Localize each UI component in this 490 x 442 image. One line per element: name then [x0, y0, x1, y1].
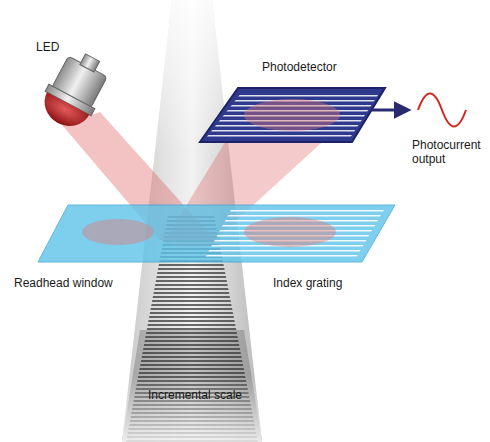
photodetector-plate	[200, 88, 385, 142]
led-label: LED	[36, 40, 96, 54]
output-label: Photocurrent output	[412, 138, 486, 167]
photodetector-grating	[206, 92, 380, 138]
part-label: Readhead window	[14, 276, 134, 290]
output-arrow	[370, 109, 408, 112]
part-label: Incremental scale	[148, 388, 278, 402]
grating-spot	[244, 217, 336, 247]
index-grating	[205, 208, 385, 258]
window-spot	[82, 219, 154, 245]
detector-spot	[244, 99, 340, 131]
sine-wave	[418, 94, 466, 127]
part-label: Photodetector	[262, 60, 382, 74]
part-label: Index grating	[273, 276, 383, 290]
readhead-window	[38, 205, 395, 262]
led-body	[35, 45, 116, 135]
